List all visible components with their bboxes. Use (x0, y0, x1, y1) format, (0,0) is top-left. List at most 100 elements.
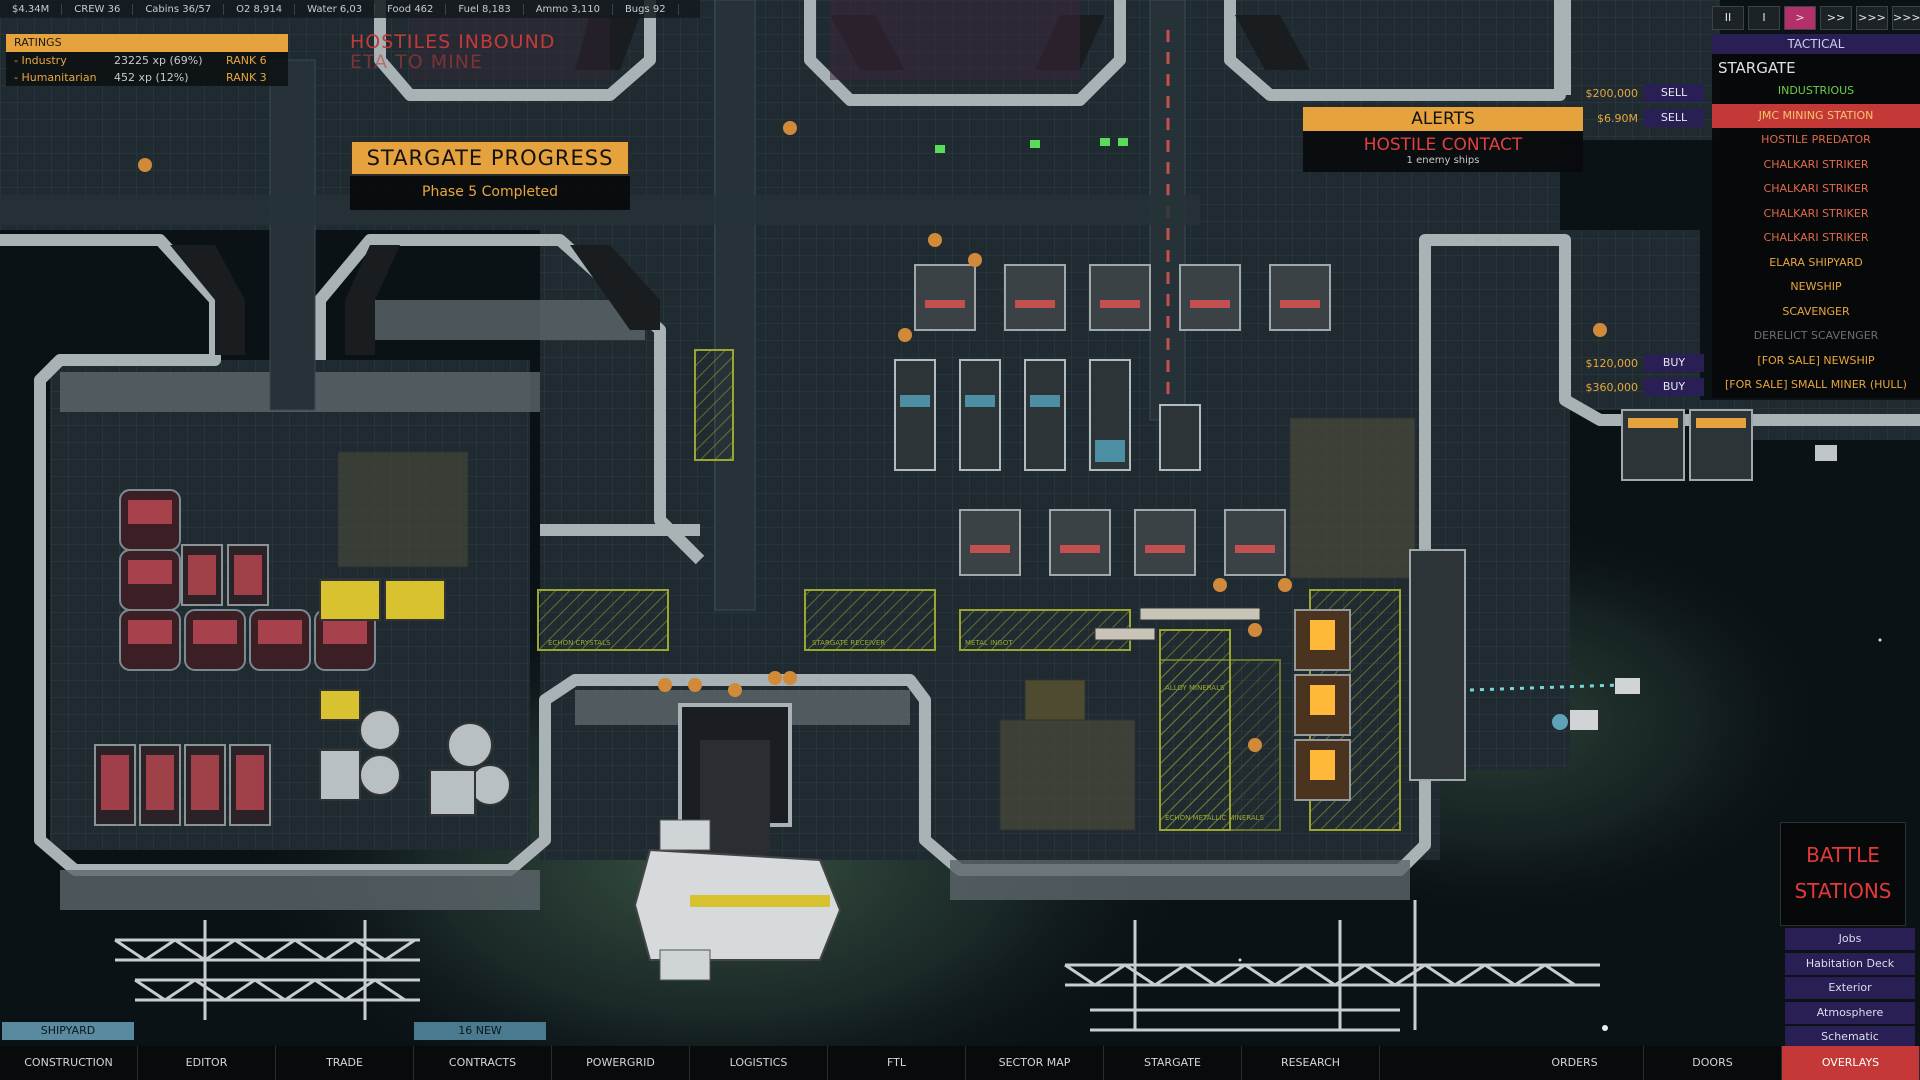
contact-item[interactable]: CHALKARI STRIKER (1763, 182, 1869, 195)
trade-price: $200,000 (1585, 86, 1639, 100)
food-readout: Food 462 (375, 3, 447, 15)
contact-item[interactable]: [FOR SALE] NEWSHIP (1757, 353, 1875, 367)
contact-item[interactable]: INDUSTRIOUS (1777, 84, 1855, 97)
rating-name: - Humanitarian (14, 71, 97, 84)
main-menu-bar[interactable]: CONSTRUCTION EDITOR TRADE CONTRACTS POWE… (0, 1046, 1920, 1080)
faster-button[interactable]: >>> (1856, 6, 1888, 30)
overlay-habitation-deck[interactable]: Habitation Deck (1785, 952, 1915, 975)
svg-text:STARGATE RECEIVER: STARGATE RECEIVER (812, 639, 885, 647)
alert-headline[interactable]: HOSTILE CONTACT (1363, 135, 1523, 155)
alerts-panel[interactable]: ALERTS HOSTILE CONTACT 1 enemy ships (1303, 107, 1583, 172)
hull-walls (0, 0, 1920, 876)
pause-button[interactable]: II (1712, 6, 1744, 30)
money-readout: $4.34M (0, 3, 63, 15)
trade-row: $6.90M SELL (1580, 109, 1704, 127)
alerts-title: ALERTS (1303, 107, 1583, 131)
svg-text:ECHON METALLIC MINERALS: ECHON METALLIC MINERALS (1165, 814, 1265, 822)
new-items-tab[interactable]: 16 NEW (414, 1022, 546, 1040)
tab-stargate[interactable]: STARGATE (1104, 1046, 1242, 1080)
storage-zones[interactable]: ECHON CRYSTALS STARGATE RECEIVER METAL I… (537, 349, 1401, 831)
step-button[interactable]: I (1748, 6, 1780, 30)
rating-row: - Industry 23225 xp (69%) RANK 6 (6, 52, 288, 69)
battle-stations-button[interactable]: BATTLE STATIONS (1780, 822, 1906, 926)
speed-controls[interactable]: II I > >> >>> >>>> (1712, 6, 1920, 30)
overlay-atmosphere[interactable]: Atmosphere (1785, 1001, 1915, 1024)
ratings-panel[interactable]: RATINGS - Industry 23225 xp (69%) RANK 6… (6, 34, 288, 86)
battle-stations-line2: STATIONS (1794, 879, 1892, 903)
trade-row: $120,000 BUY (1580, 354, 1704, 372)
tactical-panel[interactable]: TACTICAL STARGATE INDUSTRIOUS JMC MINING… (1712, 34, 1920, 398)
hostile-ships[interactable] (1469, 445, 1837, 730)
refineries[interactable] (894, 359, 1201, 471)
tab-trade[interactable]: TRADE (276, 1046, 414, 1080)
tab-contracts[interactable]: CONTRACTS (414, 1046, 552, 1080)
tab-ftl[interactable]: FTL (828, 1046, 966, 1080)
fastest-button[interactable]: >>>> (1892, 6, 1920, 30)
contact-item[interactable]: ELARA SHIPYARD (1769, 255, 1863, 269)
trade-row: $200,000 SELL (1580, 84, 1704, 102)
buy-button[interactable]: BUY (1644, 354, 1704, 372)
svg-text:METAL INGOT: METAL INGOT (965, 639, 1013, 647)
stargate-progress-banner: STARGATE PROGRESS Phase 5 Completed (350, 140, 630, 210)
svg-text:ECHON CRYSTALS: ECHON CRYSTALS (548, 639, 611, 647)
tab-powergrid[interactable]: POWERGRID (552, 1046, 690, 1080)
rating-rank: RANK 6 (226, 54, 267, 67)
cargo-crates[interactable] (337, 417, 1416, 831)
contact-item-selected[interactable]: JMC MINING STATION (1712, 103, 1920, 128)
ratings-header: RATINGS (6, 34, 288, 52)
tab-editor[interactable]: EDITOR (138, 1046, 276, 1080)
docked-ship[interactable] (633, 703, 842, 981)
trade-price: $6.90M (1597, 111, 1638, 125)
tab-sector-map[interactable]: SECTOR MAP (966, 1046, 1104, 1080)
menu-spacer (1380, 1046, 1506, 1080)
tab-logistics[interactable]: LOGISTICS (690, 1046, 828, 1080)
rating-name: - Industry (14, 54, 67, 67)
trade-row: $360,000 BUY (1580, 378, 1704, 396)
overlay-schematic[interactable]: Schematic (1785, 1026, 1915, 1048)
contact-item[interactable]: CHALKARI STRIKER (1763, 157, 1869, 171)
oxygen-readout: O2 8,914 (224, 3, 296, 15)
rating-rank: RANK 3 (226, 71, 267, 84)
shipyard-tab[interactable]: SHIPYARD (2, 1022, 134, 1040)
contact-item[interactable]: [FOR SALE] SMALL MINER (HULL) (1725, 378, 1907, 391)
tab-construction[interactable]: CONSTRUCTION (0, 1046, 138, 1080)
overlay-menu[interactable]: Jobs Habitation Deck Exterior Atmosphere… (1785, 928, 1915, 1051)
fuel-tanks[interactable] (319, 579, 446, 721)
tab-overlays[interactable]: OVERLAYS (1782, 1046, 1920, 1080)
overlay-jobs[interactable]: Jobs (1785, 928, 1915, 950)
sell-button[interactable]: SELL (1644, 109, 1704, 127)
trade-price: $120,000 (1585, 356, 1639, 370)
bugs-readout: Bugs 92 (613, 3, 679, 15)
oxygen-tanks[interactable] (119, 489, 376, 671)
svg-text:ALLOY MINERALS: ALLOY MINERALS (1165, 684, 1225, 692)
engines[interactable] (1294, 609, 1351, 801)
tactical-header[interactable]: TACTICAL (1712, 34, 1920, 54)
life-support[interactable] (319, 709, 511, 816)
contact-item[interactable]: CHALKARI STRIKER (1763, 231, 1869, 244)
tab-research[interactable]: RESEARCH (1242, 1046, 1380, 1080)
tab-orders[interactable]: ORDERS (1506, 1046, 1644, 1080)
contact-item[interactable]: SCAVENGER (1782, 304, 1850, 318)
contact-item[interactable]: CHALKARI STRIKER (1763, 206, 1869, 220)
battle-stations-line1: BATTLE (1806, 843, 1880, 867)
crew-members[interactable] (138, 121, 1607, 752)
contact-item[interactable]: HOSTILE PREDATOR (1761, 133, 1871, 146)
rating-row: - Humanitarian 452 xp (12%) RANK 3 (6, 69, 288, 86)
water-readout: Water 6,03 (295, 3, 376, 15)
tab-doors[interactable]: DOORS (1644, 1046, 1782, 1080)
alert-subtext: 1 enemy ships (1406, 155, 1480, 166)
tactical-section-title: STARGATE (1718, 59, 1796, 77)
fuel-readout: Fuel 8,183 (446, 3, 524, 15)
cabins-readout: Cabins 36/57 (133, 3, 225, 15)
hostiles-warning-line2: ETA TO MINE (350, 51, 483, 73)
fast-button[interactable]: >> (1820, 6, 1852, 30)
contact-item[interactable]: NEWSHIP (1790, 280, 1842, 293)
rating-xp: 452 xp (12%) (114, 71, 189, 84)
overlay-exterior[interactable]: Exterior (1785, 977, 1915, 999)
buy-button[interactable]: BUY (1644, 378, 1704, 396)
fabricators[interactable] (914, 264, 1331, 576)
contact-item[interactable]: DERELICT SCAVENGER (1753, 329, 1879, 342)
play-button[interactable]: > (1784, 6, 1816, 30)
sell-button[interactable]: SELL (1644, 84, 1704, 102)
